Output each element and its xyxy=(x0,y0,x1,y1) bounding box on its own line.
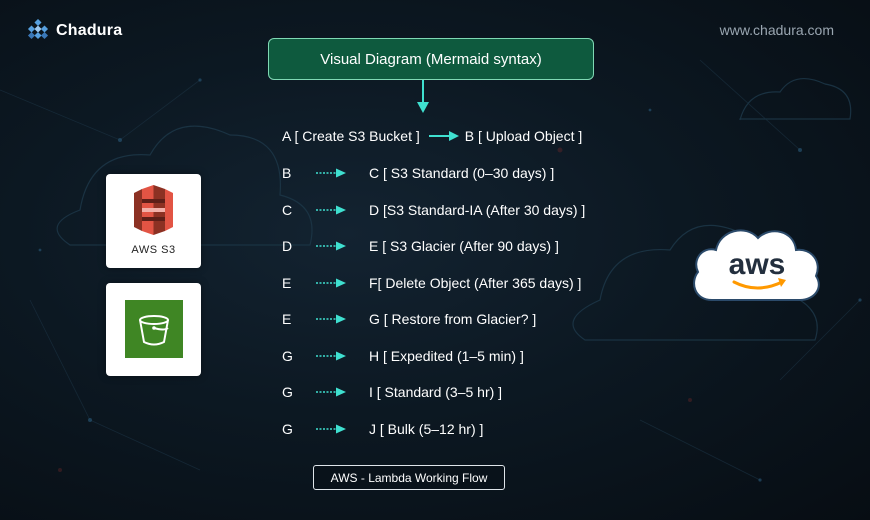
flow-target: J [ Bulk (5–12 hr) ] xyxy=(369,421,484,437)
brand-logo: Chadura xyxy=(26,19,122,43)
cloud-shape xyxy=(693,229,820,301)
flow-target: I [ Standard (3–5 hr) ] xyxy=(369,384,503,400)
flow-row: E F[ Delete Object (After 365 days) ] xyxy=(282,272,581,294)
flow-source: D xyxy=(282,238,293,254)
flow-row-first: A [ Create S3 Bucket ] B [ Upload Object… xyxy=(282,125,582,147)
dashed-arrow-icon xyxy=(316,241,346,251)
flow-source: C xyxy=(282,202,293,218)
flow-row: E G [ Restore from Glacier? ] xyxy=(282,308,536,330)
dashed-arrow-icon xyxy=(316,314,346,324)
dashed-arrow-icon xyxy=(316,278,346,288)
flow-source-node: A [ Create S3 Bucket ] xyxy=(282,128,420,144)
chadura-logo-icon xyxy=(27,19,49,40)
s3-logo-icon xyxy=(134,185,173,235)
flow-target: E [ S3 Glacier (After 90 days) ] xyxy=(369,238,559,254)
dashed-arrow-icon xyxy=(316,351,346,361)
flow-row: G J [ Bulk (5–12 hr) ] xyxy=(282,418,483,440)
flow-source: G xyxy=(282,384,293,400)
footer-caption-box: AWS - Lambda Working Flow xyxy=(313,465,505,490)
flow-target-node: B [ Upload Object ] xyxy=(464,128,583,144)
aws-cloud-logo: aws xyxy=(693,229,820,301)
flow-row: C D [S3 Standard-IA (After 30 days) ] xyxy=(282,199,585,221)
aws-s3-card: AWS S3 xyxy=(106,174,201,268)
dashed-arrow-icon xyxy=(316,168,346,178)
dashed-arrow-icon xyxy=(316,387,346,397)
aws-smile-arrowhead xyxy=(778,278,786,287)
site-url: www.chadura.com xyxy=(719,22,834,38)
flow-target: H [ Expedited (1–5 min) ] xyxy=(369,348,524,364)
aws-smile-icon xyxy=(732,280,784,290)
flow-target: G [ Restore from Glacier? ] xyxy=(369,311,537,327)
flow-row: G H [ Expedited (1–5 min) ] xyxy=(282,345,524,367)
flow-target: C [ S3 Standard (0–30 days) ] xyxy=(369,165,555,181)
aws-logo-text: aws xyxy=(729,248,786,281)
flow-source: E xyxy=(282,311,292,327)
footer-caption: AWS - Lambda Working Flow xyxy=(330,470,488,485)
s3-label: AWS S3 xyxy=(131,244,176,256)
diagram-title-box: Visual Diagram (Mermaid syntax) xyxy=(268,38,594,80)
flow-source: B xyxy=(282,165,292,181)
flow-row: B C [ S3 Standard (0–30 days) ] xyxy=(282,162,554,184)
flow-source: G xyxy=(282,421,293,437)
flow-target: D [S3 Standard-IA (After 30 days) ] xyxy=(369,202,586,218)
dashed-arrow-icon xyxy=(316,424,346,434)
flow-row: G I [ Standard (3–5 hr) ] xyxy=(282,381,502,403)
dashed-arrow-icon xyxy=(316,205,346,215)
flow-source: G xyxy=(282,348,293,364)
s3-bucket-icon xyxy=(125,300,183,358)
down-arrow-icon xyxy=(417,80,429,113)
flow-row: D E [ S3 Glacier (After 90 days) ] xyxy=(282,235,559,257)
s3-bucket-card xyxy=(106,283,201,376)
flow-source: E xyxy=(282,275,292,291)
diagram-title: Visual Diagram (Mermaid syntax) xyxy=(320,50,542,68)
solid-arrow-icon xyxy=(428,131,459,141)
flow-target: F[ Delete Object (After 365 days) ] xyxy=(369,275,582,291)
brand-name: Chadura xyxy=(56,22,123,39)
